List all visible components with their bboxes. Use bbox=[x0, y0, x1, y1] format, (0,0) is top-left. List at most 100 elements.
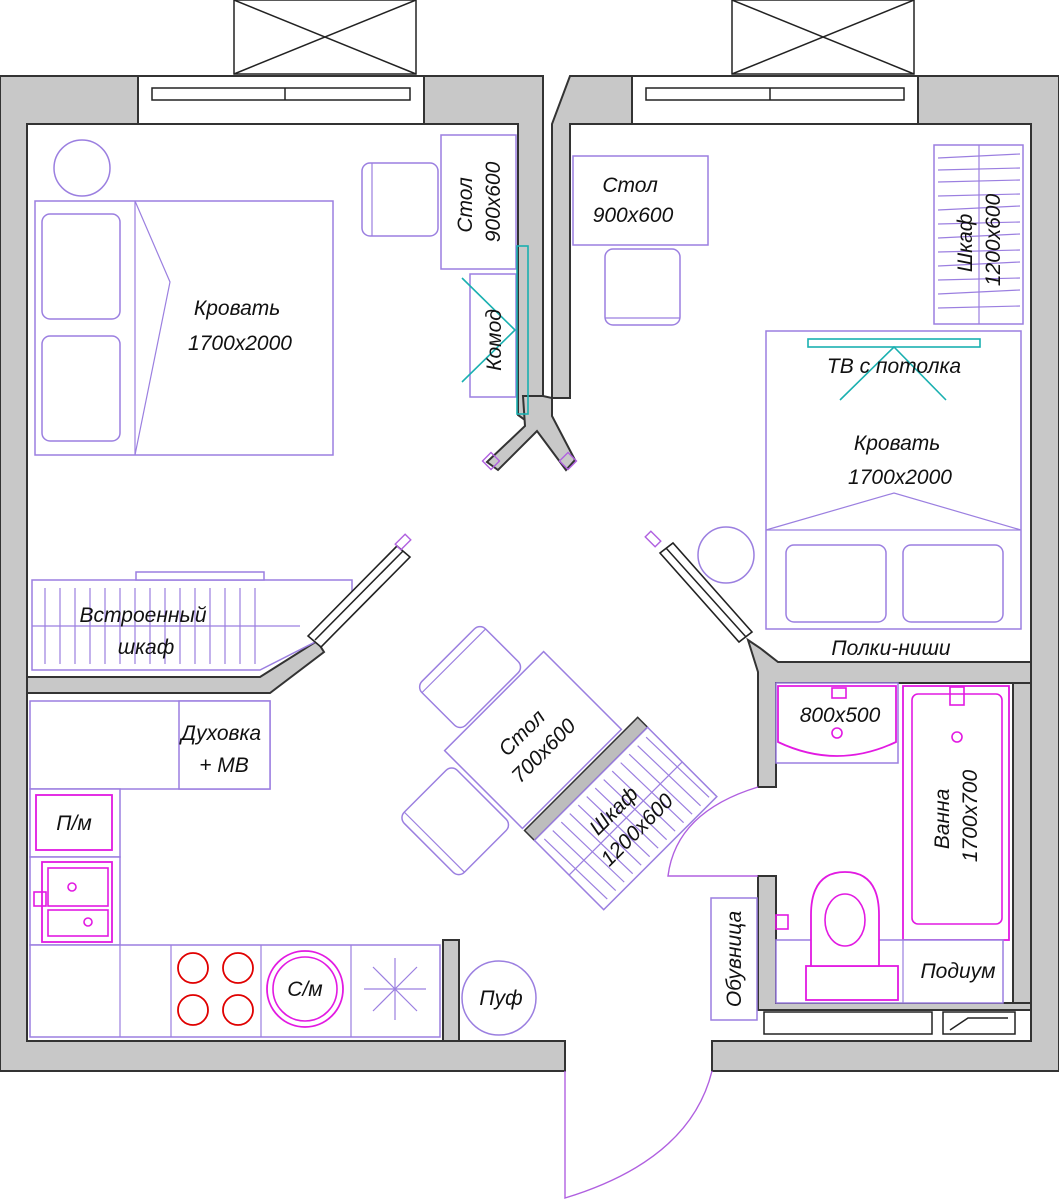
tv-label: ТВ с потолка bbox=[827, 355, 961, 378]
bathtub-basin bbox=[911, 693, 1003, 925]
desk-left[interactable] bbox=[440, 134, 517, 270]
wardrobe-right-label: Шкаф 1200x600 bbox=[954, 194, 1005, 287]
chair-center-top-back bbox=[421, 628, 487, 694]
toilet[interactable] bbox=[810, 871, 880, 967]
bath-shelf-2 bbox=[942, 1011, 1016, 1035]
table-center[interactable] bbox=[443, 650, 623, 830]
bath-sink[interactable] bbox=[777, 685, 897, 757]
kitchen: Духовка + МВ П/м С/м bbox=[29, 700, 537, 1038]
wardrobe-center-hangers bbox=[543, 736, 710, 900]
shoe-rack[interactable] bbox=[710, 897, 758, 1021]
chair-center-left-back bbox=[403, 811, 465, 873]
toilet-hose bbox=[775, 914, 789, 930]
pillow-right-2 bbox=[902, 544, 1004, 623]
washer-label: С/м bbox=[287, 978, 322, 1001]
pouf[interactable] bbox=[461, 960, 537, 1036]
washing-machine[interactable] bbox=[266, 950, 344, 1028]
bathtub-drain bbox=[951, 731, 963, 743]
floor-lamp-right bbox=[697, 526, 755, 584]
window-right-frame bbox=[645, 87, 905, 101]
chair-center-top[interactable] bbox=[416, 623, 523, 730]
ac-unit-left-cross-b bbox=[233, 0, 417, 75]
podium-label: Подиум bbox=[920, 960, 995, 983]
oven-label: Духовка + МВ bbox=[179, 722, 267, 777]
ac-unit-right bbox=[731, 0, 915, 75]
tv-ceiling-beam bbox=[839, 345, 947, 401]
niche-shelves-label: Полки-ниши bbox=[831, 637, 951, 660]
ac-unit-right-cross-b bbox=[731, 0, 915, 75]
bath-shelf-2-detail bbox=[949, 1017, 1008, 1031]
builtin-wardrobe-hangers bbox=[32, 588, 300, 664]
sliding-door-left-stop bbox=[394, 533, 412, 551]
burner-3[interactable] bbox=[177, 994, 209, 1026]
burner-1[interactable] bbox=[177, 952, 209, 984]
table-center-group: Стол 700x600 Шкаф 1200x600 bbox=[399, 623, 718, 911]
door-jamb-a bbox=[481, 451, 501, 471]
bath-sink-faucet bbox=[831, 687, 847, 699]
sliding-door-right-track bbox=[665, 547, 747, 638]
burner-2[interactable] bbox=[222, 952, 254, 984]
kitchen-sink[interactable] bbox=[41, 861, 113, 943]
desk-right-label: Стол 900x600 bbox=[593, 174, 674, 227]
left-bedroom: Кровать 1700x2000 Стол 900x600 Комод bbox=[31, 134, 529, 671]
bathtub[interactable] bbox=[902, 685, 1010, 941]
kitchen-sink-bowl-2 bbox=[47, 909, 109, 937]
diagonal-partition bbox=[485, 395, 577, 472]
chair-center-left[interactable] bbox=[399, 765, 512, 878]
right-bedroom: Стол 900x600 Шкаф 1200x600 ТВ с потолка bbox=[572, 144, 1024, 660]
tv-left-beam bbox=[461, 277, 517, 383]
chair-right[interactable] bbox=[604, 248, 681, 326]
kitchen-pillar bbox=[442, 939, 460, 1042]
bath-right-wall bbox=[1012, 682, 1032, 1004]
bathroom: 800x500 Ванна 1700x700 Подиум Обувница bbox=[667, 682, 1016, 1035]
bed-left-label: Кровать 1700x2000 bbox=[188, 297, 292, 355]
sliding-door-left-track bbox=[314, 550, 404, 641]
walls bbox=[0, 75, 1059, 1072]
hood-vent-icon bbox=[364, 958, 426, 1020]
floor-lamp-left bbox=[53, 139, 111, 197]
pillow-left-1 bbox=[41, 213, 121, 320]
bath-door-swing[interactable] bbox=[667, 786, 759, 877]
window-left-frame bbox=[151, 87, 411, 101]
washing-machine-drum bbox=[272, 956, 338, 1022]
right-outer-wall bbox=[711, 75, 1059, 1072]
burner-4[interactable] bbox=[222, 994, 254, 1026]
sink-size-label: 800x500 bbox=[800, 704, 881, 727]
oven[interactable] bbox=[178, 700, 271, 790]
pillow-right-1 bbox=[785, 544, 887, 623]
sliding-door-right-stop bbox=[644, 530, 662, 548]
bed-right-blanket-fold bbox=[765, 492, 1022, 531]
shoe-rack-label: Обувница bbox=[723, 911, 746, 1007]
builtin-wardrobe-rail bbox=[135, 571, 265, 581]
windows bbox=[137, 0, 919, 125]
kitchen-sink-bowl-1 bbox=[47, 867, 109, 907]
builtin-wardrobe-label: Встроенный шкаф bbox=[80, 604, 213, 659]
counter-bottom bbox=[29, 944, 441, 1038]
bed-left-blanket-fold bbox=[134, 200, 171, 456]
chair-left[interactable] bbox=[361, 162, 439, 237]
pouf-label: Пуф bbox=[479, 987, 522, 1010]
bed-right-label: Кровать 1700x2000 bbox=[848, 432, 952, 489]
kitchen-sink-drain-1 bbox=[67, 882, 77, 892]
entrance-door-swing[interactable] bbox=[564, 1070, 713, 1199]
kitchen-faucet bbox=[33, 891, 47, 907]
partition-kitchen bbox=[26, 639, 326, 694]
left-top-wall-right bbox=[423, 75, 544, 422]
ac-unit-left bbox=[233, 0, 417, 75]
center-area: Стол 700x600 Шкаф 1200x600 bbox=[399, 623, 718, 911]
bath-sink-drain bbox=[831, 727, 843, 739]
dresser-label: Комод bbox=[483, 309, 506, 371]
dishwasher-label: П/м bbox=[56, 812, 91, 835]
dishwasher[interactable] bbox=[35, 794, 113, 851]
cooktop[interactable] bbox=[177, 952, 254, 1026]
bath-label: Ванна 1700x700 bbox=[931, 770, 982, 863]
door-jamb-b bbox=[558, 451, 578, 471]
partition-bath bbox=[746, 637, 1032, 788]
desk-right[interactable] bbox=[572, 155, 709, 246]
bathtub-faucet bbox=[949, 686, 965, 706]
bath-shelf-1 bbox=[763, 1011, 933, 1035]
wardrobe-right-hangers bbox=[937, 153, 1021, 309]
toilet-bowl bbox=[824, 893, 866, 947]
pillow-left-2 bbox=[41, 335, 121, 442]
